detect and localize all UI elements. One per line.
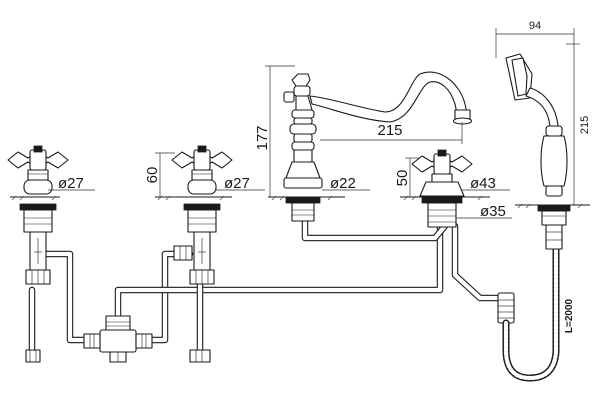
- dim-hose-length: L=2000: [564, 298, 575, 333]
- dim-handshower-width: 94: [529, 20, 541, 32]
- dia-diverter: ø43: [470, 175, 496, 192]
- handshower: [505, 53, 571, 250]
- dimension-lines: [48, 28, 580, 219]
- dim-valve-height: 50: [394, 170, 411, 187]
- dim-tap-height: 60: [144, 167, 161, 184]
- middle-tap: [171, 145, 233, 363]
- spout: [283, 71, 473, 222]
- dim-height-total: 177: [254, 125, 271, 150]
- t-manifold: [83, 315, 153, 363]
- diverter-valve: [411, 149, 473, 228]
- dia-left-tap: ø27: [58, 175, 84, 192]
- dia-middle-tap: ø27: [224, 175, 250, 192]
- dim-spout-reach: 215: [377, 122, 402, 139]
- shower-hose: [502, 246, 560, 382]
- dim-handshower-height: 215: [579, 116, 591, 134]
- left-tap: [7, 145, 69, 363]
- dia-spout-base: ø22: [330, 175, 356, 192]
- supply-pipes: [28, 216, 509, 359]
- hose-connector: [497, 292, 515, 324]
- dimension-labels: 177 215 60 50 94 215 L=2000 ø27 ø27 ø22 …: [58, 20, 591, 333]
- dia-handshower-holder: ø35: [480, 203, 506, 220]
